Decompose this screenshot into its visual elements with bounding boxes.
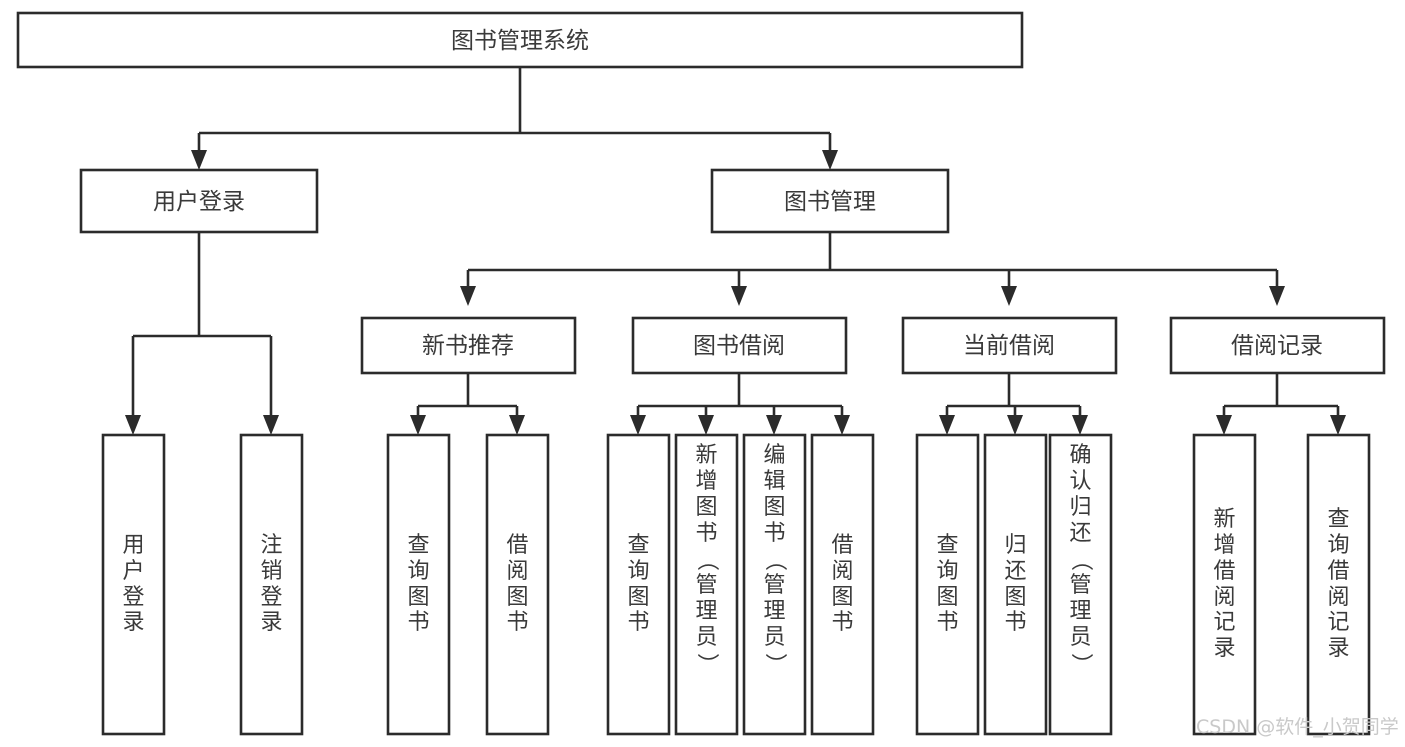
leaf-box-return-book[interactable] [983,433,1048,736]
connector-group-book-borrow [630,373,850,435]
connector-group-borrow-record [1216,373,1346,435]
node-current-borrow-box[interactable] [901,316,1118,375]
leaf-boxes-user-login [101,433,304,736]
arrow-head-new-book-recommend [460,286,476,306]
node-current-borrow[interactable]: 当前借阅 [901,316,1118,375]
connector-group-new-book-recommend [410,373,525,435]
leaf-box-confirm-return[interactable] [1048,433,1113,736]
leaf-box-user-login[interactable] [101,433,166,736]
node-user-login-box[interactable] [79,168,319,234]
node-root[interactable]: 图书管理系统 [16,11,1024,69]
node-borrow-record[interactable]: 借阅记录 [1169,316,1386,375]
arrow-head-leaf-add-book [698,415,714,435]
connector-group-root [191,67,838,170]
node-new-book-recommend-label: 新书推荐 [422,333,514,359]
arrow-head-book-borrow [731,286,747,306]
arrow-head-book-manage [822,150,838,170]
node-borrow-record-label: 借阅记录 [1231,333,1323,359]
arrow-head-leaf-return-book [1007,415,1023,435]
node-user-login-label: 用户登录 [153,189,245,215]
leaf-boxes-book-borrow [606,433,875,736]
node-book-borrow[interactable]: 图书借阅 [631,316,848,375]
leaf-boxes-borrow-record [1192,433,1371,736]
arrow-head-leaf-user-login [125,415,141,435]
node-new-book-recommend[interactable]: 新书推荐 [360,316,577,375]
leaf-boxes-new-book-recommend [386,433,550,736]
connector-group-user-login [125,232,279,435]
arrow-head-user-login [191,150,207,170]
node-current-borrow-label: 当前借阅 [963,333,1055,359]
arrow-head-leaf-add-record [1216,415,1232,435]
arrow-head-leaf-query-record [1330,415,1346,435]
node-book-manage[interactable]: 图书管理 [710,168,950,234]
arrow-head-leaf-borrow-book-1 [509,415,525,435]
leaf-box-query-book-2[interactable] [606,433,671,736]
arrow-head-leaf-edit-book [766,415,782,435]
arrow-head-leaf-borrow-book-2 [834,415,850,435]
leaf-box-query-record[interactable] [1306,433,1371,736]
node-book-manage-box[interactable] [710,168,950,234]
arrow-head-leaf-confirm-return [1072,415,1088,435]
arrow-head-current-borrow [1001,286,1017,306]
node-book-borrow-box[interactable] [631,316,848,375]
arrow-head-leaf-query-book-1 [410,415,426,435]
leaf-box-add-record[interactable] [1192,433,1257,736]
node-new-book-recommend-box[interactable] [360,316,577,375]
arrow-head-borrow-record [1269,286,1285,306]
leaf-box-user-logout[interactable] [239,433,304,736]
node-borrow-record-box[interactable] [1169,316,1386,375]
leaf-box-query-book-3[interactable] [915,433,980,736]
leaf-box-add-book[interactable] [674,433,739,736]
leaf-boxes-current-borrow [915,433,1113,736]
node-root-box[interactable] [16,11,1024,69]
node-root-label: 图书管理系统 [451,28,589,54]
connector-group-current-borrow [939,373,1088,435]
node-book-borrow-label: 图书借阅 [693,333,785,359]
arrow-head-leaf-query-book-2 [630,415,646,435]
arrow-head-leaf-user-logout [263,415,279,435]
arrow-head-leaf-query-book-3 [939,415,955,435]
node-user-login[interactable]: 用户登录 [79,168,319,234]
connector-group-book-manage [460,232,1285,306]
leaf-box-borrow-book-2[interactable] [810,433,875,736]
node-book-manage-label: 图书管理 [784,189,876,215]
leaf-box-borrow-book-1[interactable] [485,433,550,736]
leaf-box-query-book-1[interactable] [386,433,451,736]
leaf-box-edit-book[interactable] [742,433,807,736]
